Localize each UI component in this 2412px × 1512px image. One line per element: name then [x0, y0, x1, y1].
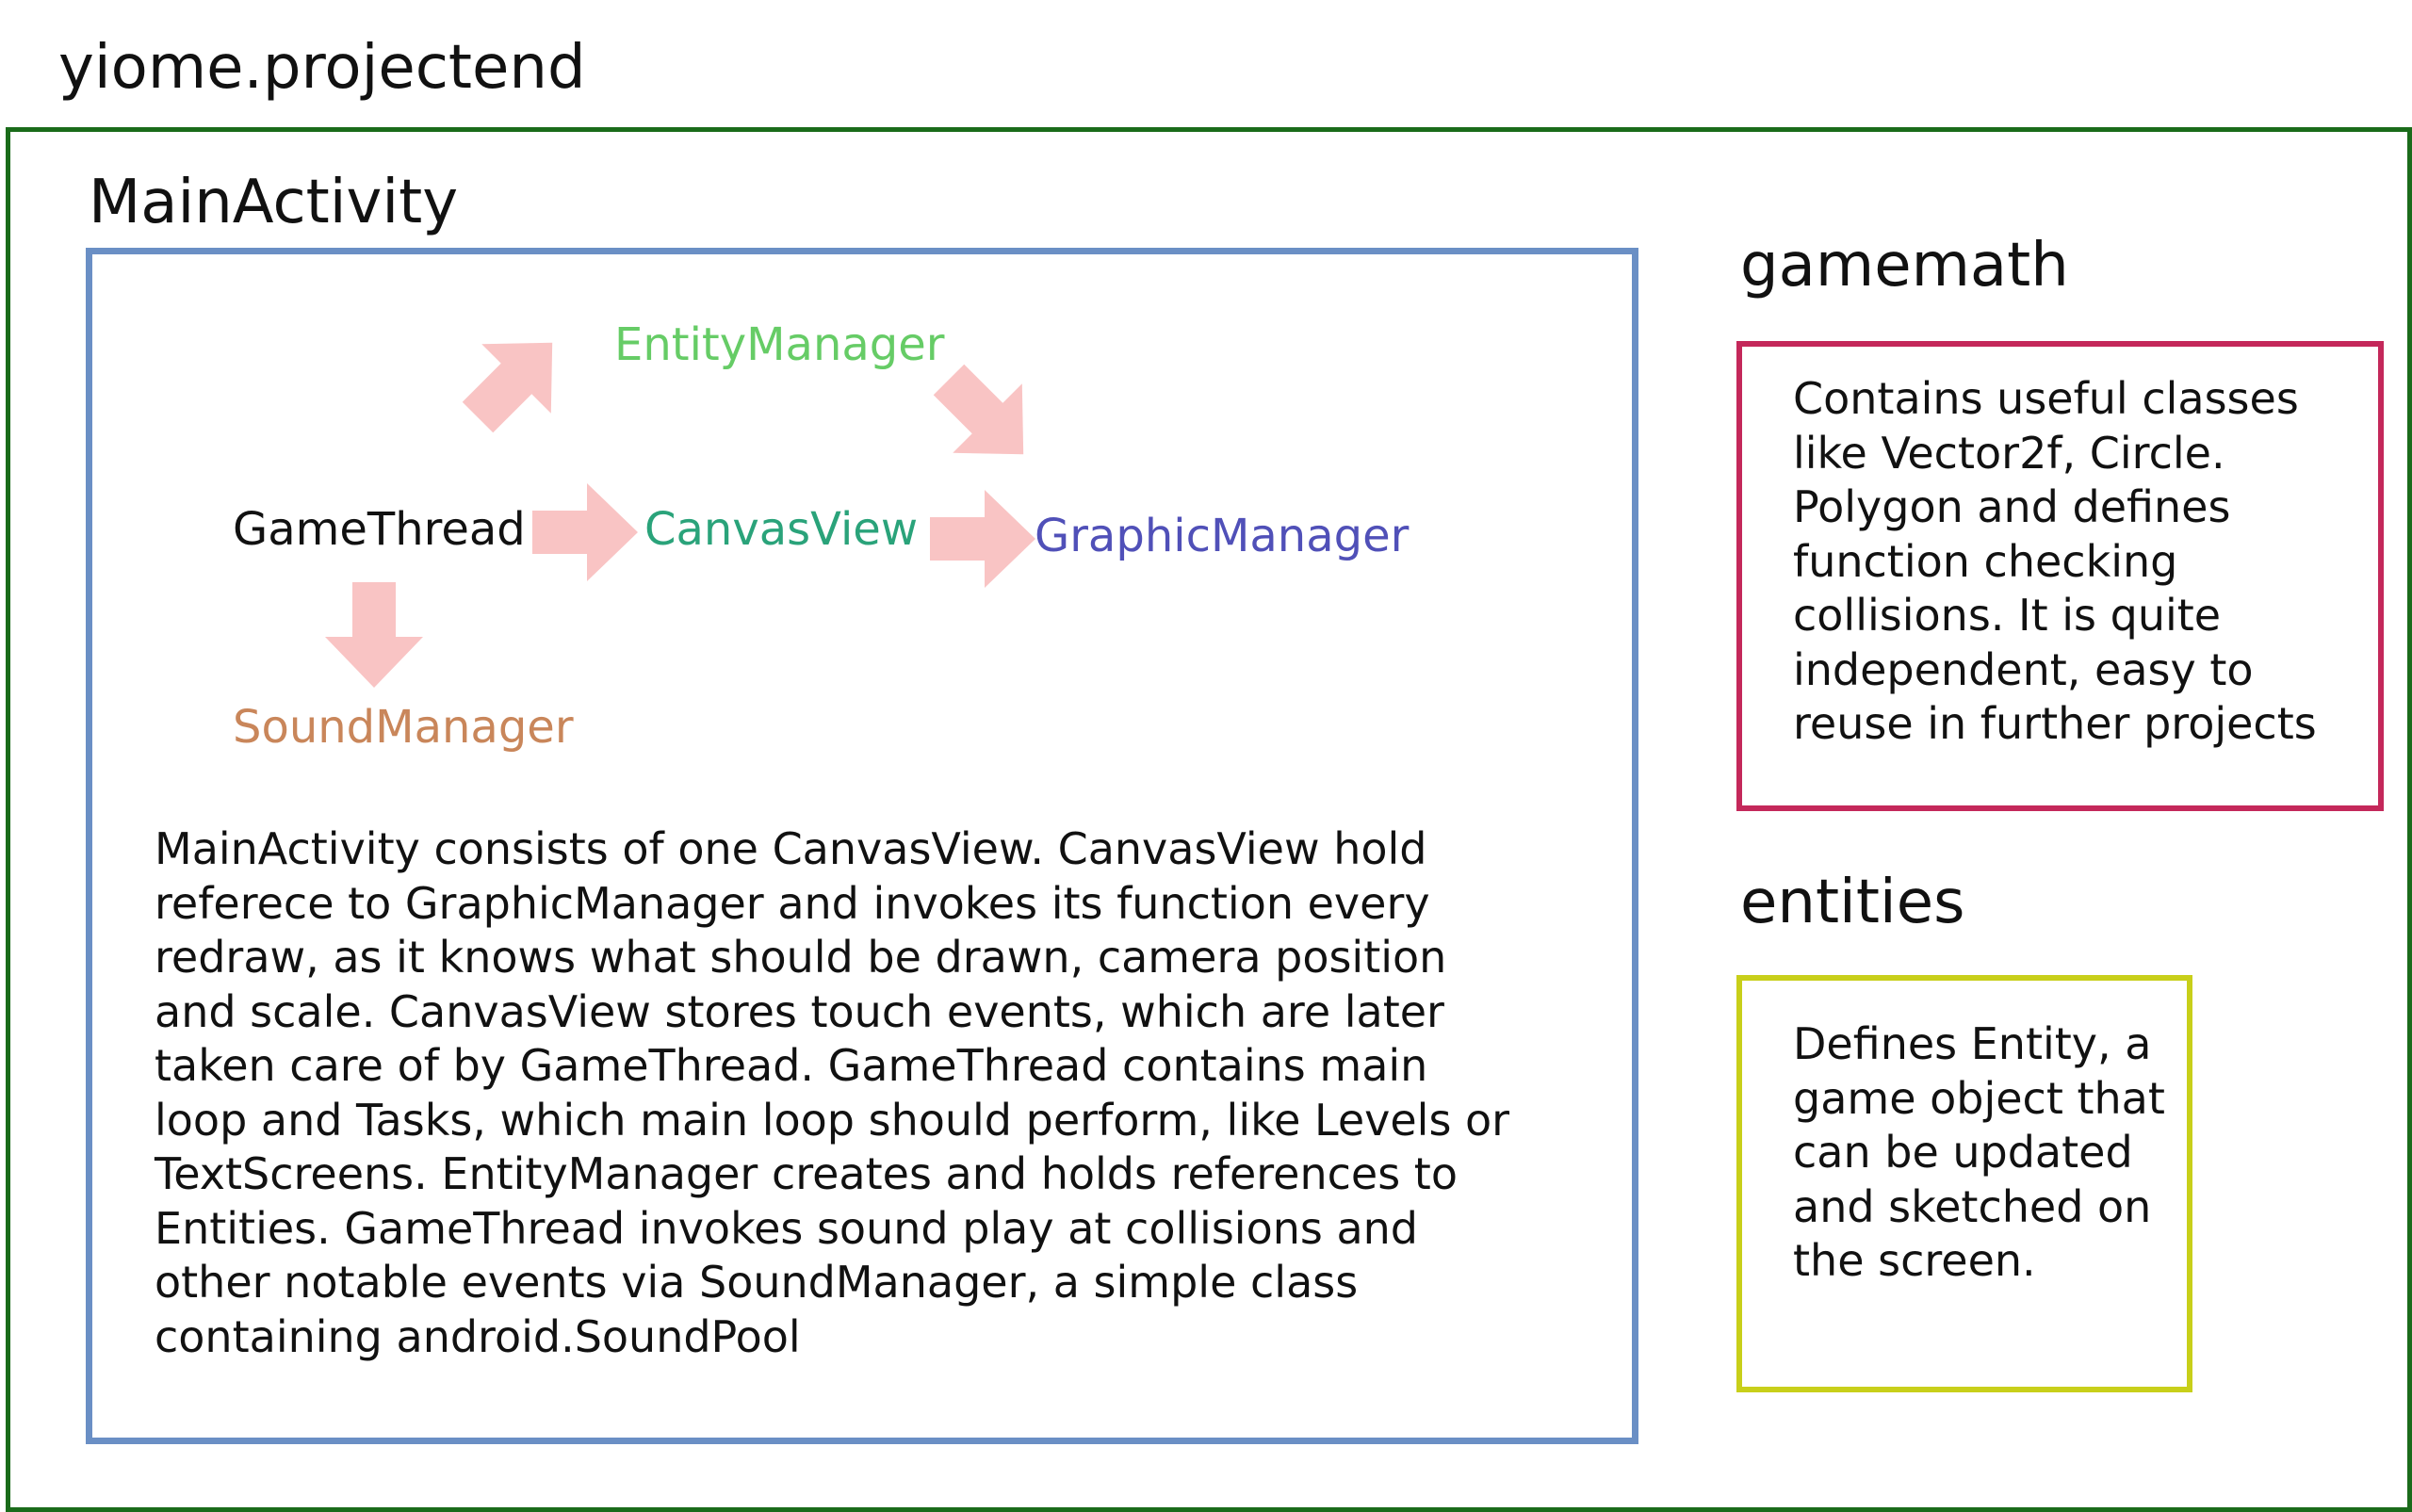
arrow-gamethread-to-soundmanager — [325, 582, 423, 688]
entities-title: entities — [1740, 868, 1965, 937]
arrow-gamethread-to-canvasview — [532, 483, 638, 581]
main-activity-frame — [86, 248, 1638, 1444]
arrow-gamethread-to-entitymanager — [462, 342, 553, 433]
node-entity-manager: EntityManager — [614, 318, 945, 371]
node-sound-manager: SoundManager — [233, 701, 574, 754]
entities-frame — [1736, 975, 2192, 1392]
entities-description: Defines Entity, a game object that can b… — [1793, 1018, 2165, 1286]
main-activity-title: MainActivity — [89, 168, 459, 237]
node-graphic-manager: GraphicManager — [1035, 510, 1410, 562]
node-canvas-view: CanvasView — [644, 503, 919, 556]
gamemath-description: Contains useful classes like Vector2f, C… — [1793, 373, 2317, 749]
gamemath-frame — [1736, 341, 2384, 811]
main-activity-description: MainActivity consists of one CanvasView.… — [155, 823, 1510, 1362]
gamemath-title: gamemath — [1740, 231, 2069, 301]
arrow-entitymanager-to-graphicmanager — [933, 364, 1024, 455]
package-title: yiome.projectend — [58, 33, 586, 103]
arrow-canvasview-to-graphicmanager — [930, 490, 1035, 588]
node-game-thread: GameThread — [233, 503, 526, 556]
